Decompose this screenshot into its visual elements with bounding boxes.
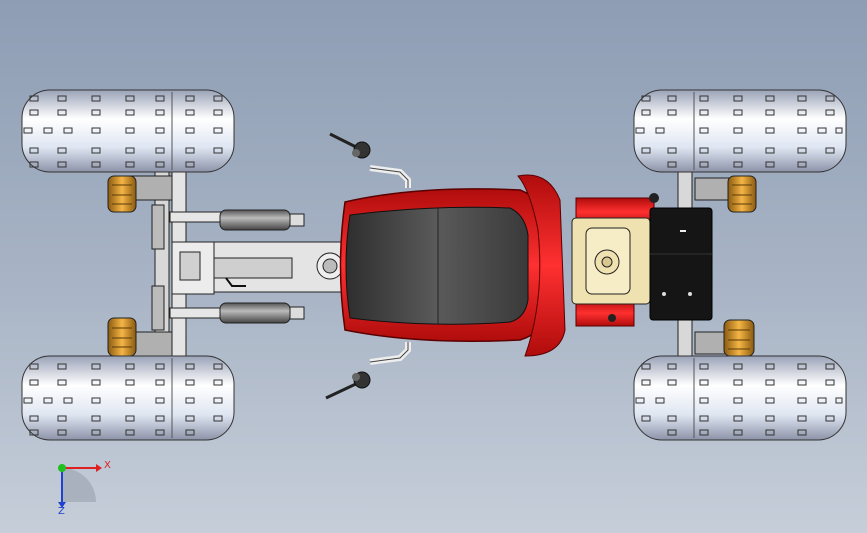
tire-front-left[interactable]: [633, 89, 847, 173]
battery[interactable]: [649, 207, 713, 321]
seat[interactable]: [339, 174, 566, 357]
tire-rear-right[interactable]: [21, 355, 235, 441]
fuel-cap[interactable]: [649, 193, 659, 203]
triad-x-arrow-icon: [96, 464, 102, 472]
rear-frame[interactable]: [151, 204, 345, 331]
hub-front-right[interactable]: [723, 319, 755, 357]
handlebar-left[interactable]: [329, 132, 411, 188]
triad-x-label: X: [104, 460, 111, 471]
shock-absorber-right[interactable]: [219, 302, 305, 324]
hub-rear-right[interactable]: [107, 317, 137, 357]
shock-absorber-left[interactable]: [219, 209, 305, 231]
hub-rear-left[interactable]: [107, 175, 137, 213]
tire-rear-left[interactable]: [21, 89, 235, 173]
engine[interactable]: [571, 197, 655, 327]
triad-y-axis-dot-icon: [58, 464, 66, 472]
orientation-triad: X Z: [58, 460, 111, 517]
hub-front-left[interactable]: [727, 175, 757, 213]
handlebar-right[interactable]: [325, 342, 411, 400]
tire-front-right[interactable]: [633, 355, 847, 441]
triad-z-arrow-icon: [58, 502, 66, 508]
triad-z-label: Z: [58, 506, 65, 517]
triad-quadrant: [62, 468, 96, 502]
